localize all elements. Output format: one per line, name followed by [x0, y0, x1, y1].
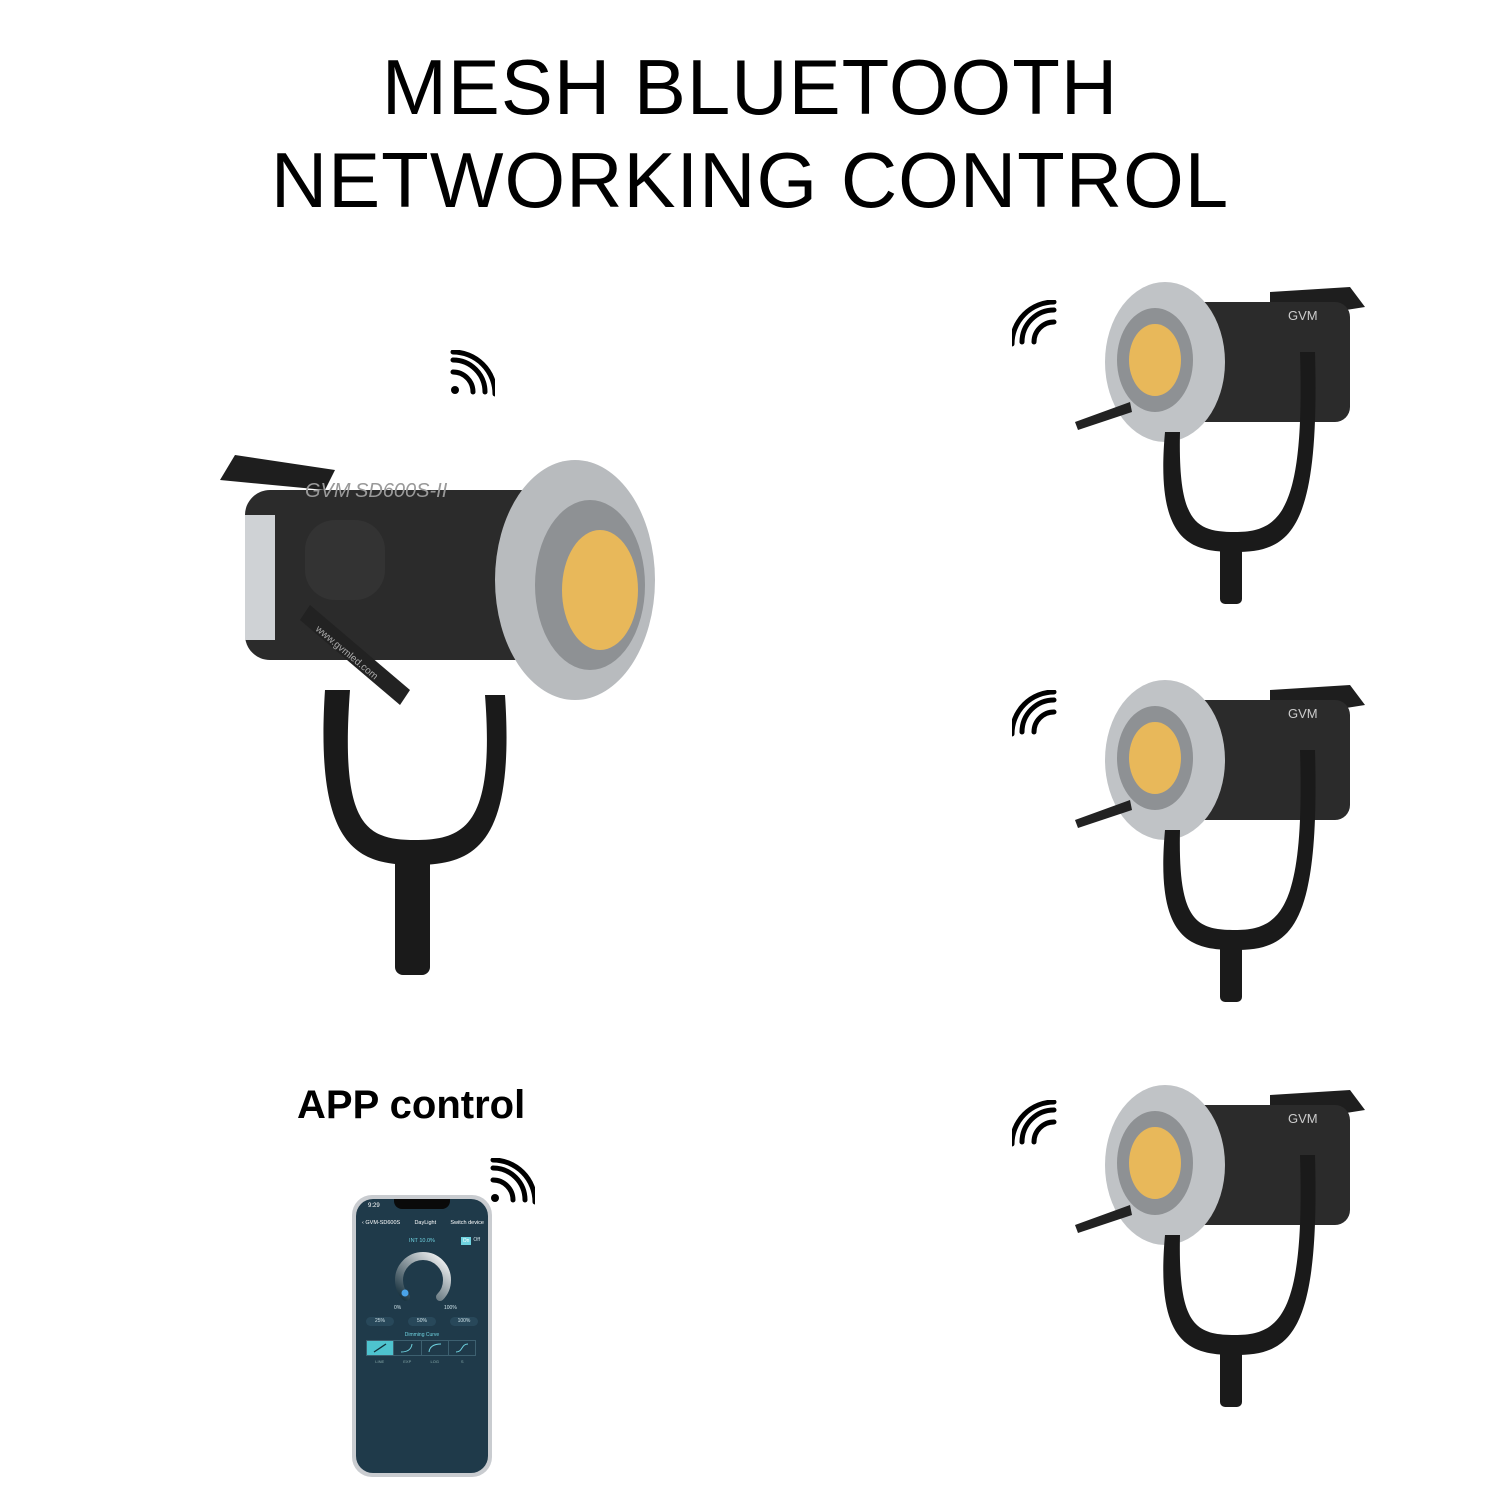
brand-logo: GVM	[1288, 1111, 1318, 1126]
wireless-signal-icon	[1012, 690, 1057, 737]
curve-log-button[interactable]	[422, 1341, 449, 1355]
wireless-signal-icon	[1012, 1100, 1057, 1147]
exp-curve-icon	[401, 1343, 413, 1353]
status-time: 9:29	[368, 1203, 380, 1209]
device-name: GVM-SD600S	[365, 1220, 401, 1226]
on-option[interactable]: On	[460, 1237, 472, 1245]
app-control-label: APP control	[297, 1083, 526, 1127]
curve-labels: LINE EXP LOG S	[366, 1359, 476, 1364]
dial-max: 100%	[444, 1305, 457, 1311]
off-option[interactable]: Off	[473, 1237, 480, 1243]
heading-line-1: MESH BLUETOOTH	[381, 43, 1119, 131]
curve-exp-button[interactable]	[394, 1341, 422, 1355]
brand-logo: GVM	[1288, 706, 1318, 721]
line-curve-icon	[373, 1343, 387, 1353]
app-nav-bar: ‹ GVM-SD600S DayLight Switch device	[362, 1220, 484, 1226]
curve-s-button[interactable]	[449, 1341, 475, 1355]
preset-25-button[interactable]: 25%	[366, 1317, 394, 1326]
heading-line-2: NETWORKING CONTROL	[270, 136, 1230, 224]
wireless-signal-icon	[1012, 300, 1057, 347]
preset-100-button[interactable]: 100%	[450, 1317, 478, 1326]
brand-logo: GVM	[1288, 308, 1318, 323]
preset-50-button[interactable]: 50%	[408, 1317, 436, 1326]
switch-device-button[interactable]: Switch device	[450, 1220, 484, 1226]
intensity-label: INT 10.0%	[409, 1238, 435, 1244]
small-led-light-2: GVM	[1075, 680, 1365, 1002]
curve-label: S	[460, 1359, 464, 1364]
dimming-curve-title: Dimming Curve	[404, 1332, 440, 1338]
curve-label: LOG	[430, 1359, 439, 1364]
model-label: SD600S-II	[355, 480, 448, 502]
dial-min: 0%	[394, 1305, 402, 1311]
s-curve-icon	[455, 1343, 468, 1353]
app-screen: 9:29 ‹ GVM-SD600S DayLight Switch device…	[356, 1199, 488, 1473]
smartphone: 9:29 ‹ GVM-SD600S DayLight Switch device…	[352, 1195, 492, 1477]
wireless-signal-icon	[450, 350, 495, 397]
dimming-curve-selector	[366, 1340, 476, 1356]
dial-handle[interactable]	[401, 1289, 409, 1297]
small-led-light-1: GVM	[1075, 282, 1365, 604]
curve-label: EXP	[403, 1359, 412, 1364]
intensity-dial[interactable]	[392, 1247, 454, 1309]
main-led-light: GVM SD600S-II www.gvmled.com	[220, 455, 655, 975]
back-device-button[interactable]: ‹ GVM-SD600S	[362, 1220, 401, 1226]
mode-tab[interactable]: DayLight	[414, 1220, 437, 1226]
brand-logo: GVM	[305, 480, 351, 502]
phone-notch	[394, 1199, 450, 1209]
small-led-light-3: GVM	[1075, 1085, 1365, 1407]
curve-label: LINE	[375, 1359, 385, 1364]
curve-line-button[interactable]	[367, 1341, 395, 1355]
log-curve-icon	[428, 1343, 441, 1353]
wireless-signal-icon	[490, 1158, 535, 1205]
